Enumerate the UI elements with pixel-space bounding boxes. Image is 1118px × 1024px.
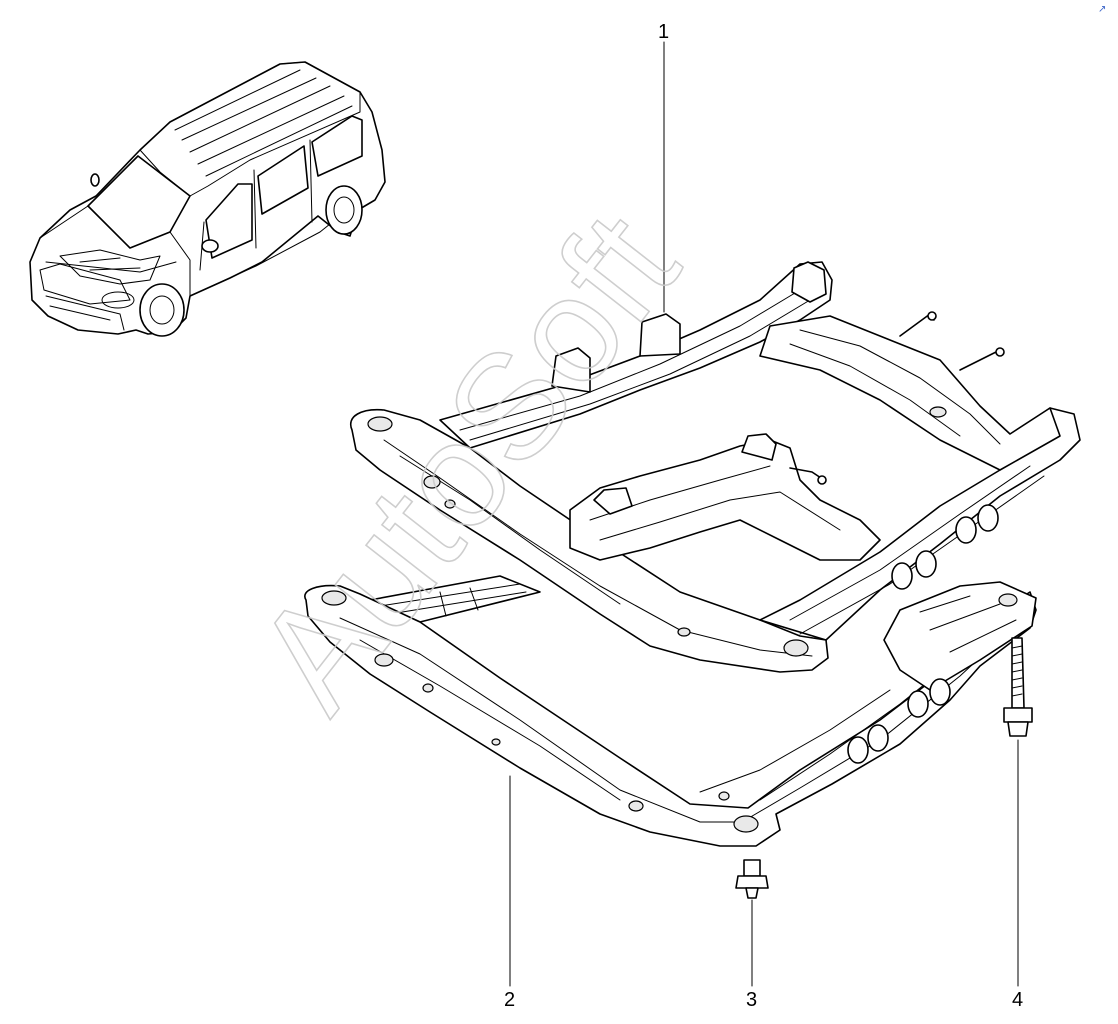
callout-2: 2	[504, 989, 515, 1011]
callout-3: 3	[746, 989, 757, 1011]
callout-1: 1	[658, 21, 669, 43]
bolt-part-3	[735, 859, 769, 899]
lower-subframe	[304, 575, 1037, 847]
vehicle-thumbnail	[29, 61, 386, 337]
upper-subframe	[349, 261, 1081, 673]
bolt-part-4	[1003, 637, 1033, 737]
callout-leaders	[509, 41, 1019, 987]
corner-mark: ↗	[1098, 4, 1106, 15]
callout-4: 4	[1012, 989, 1023, 1011]
